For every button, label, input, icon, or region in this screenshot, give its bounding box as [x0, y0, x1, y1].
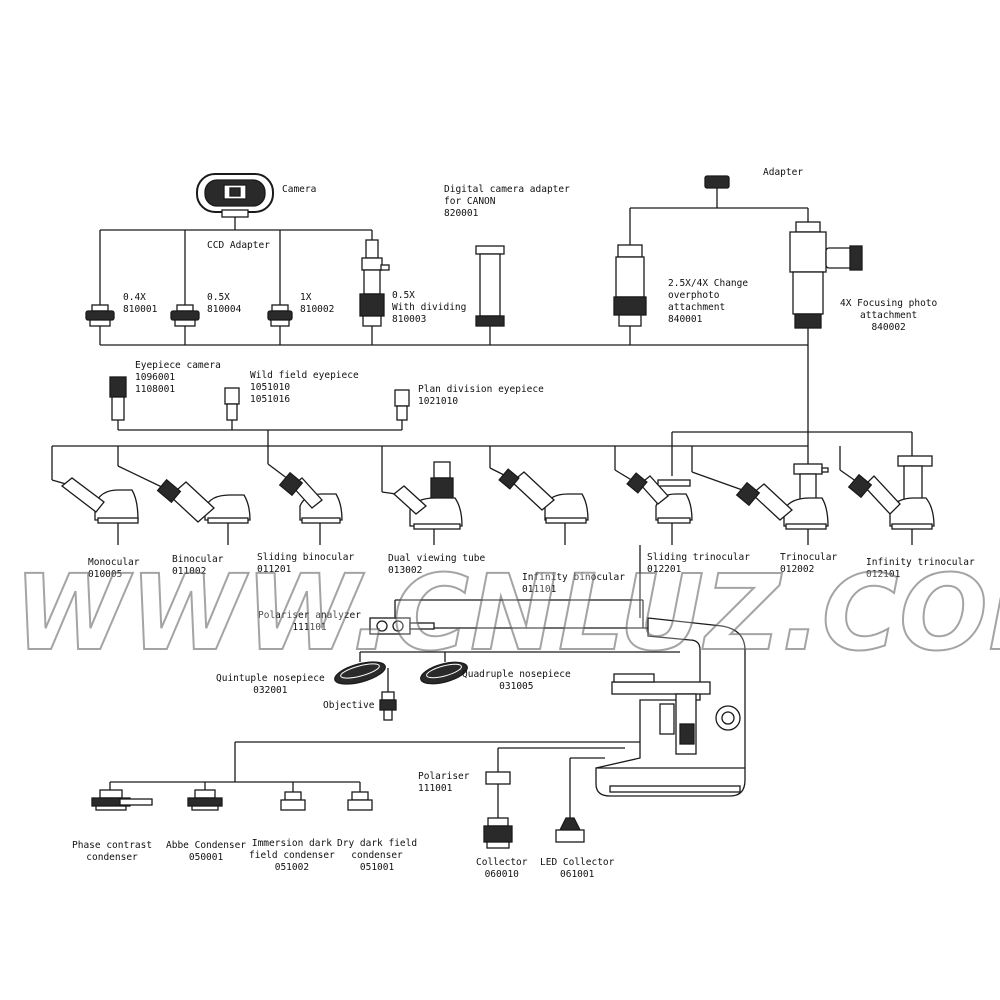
ccd-adapter-05x-icon — [170, 304, 200, 327]
polariser-analyzer-icon — [369, 617, 435, 635]
objective-icon — [379, 691, 397, 721]
eyepiece-connector-lines — [117, 420, 403, 446]
camera-label: Camera — [282, 184, 317, 195]
immersion-dark-field-condenser-icon — [280, 791, 306, 811]
ccd-adapter-05x-dividing-icon — [359, 239, 390, 327]
polariser-icon — [485, 771, 511, 785]
dual-viewing-tube-icon — [392, 461, 463, 530]
collector-icon — [483, 817, 513, 849]
quadruple-nosepiece-icon — [420, 661, 468, 685]
microscope-frame-icon — [595, 617, 746, 797]
quintuple-nosepiece-icon — [334, 661, 386, 685]
sliding-trinocular-head-icon — [626, 472, 693, 524]
phase-contrast-condenser-icon — [91, 789, 153, 811]
monocular-head-icon — [60, 477, 139, 524]
camera-connector-lines — [99, 188, 809, 465]
camera-icon — [196, 173, 274, 218]
sliding-binocular-head-icon — [278, 471, 343, 524]
focusing-photo-attachment-icon — [789, 221, 863, 329]
ccd-adapter-label: CCD Adapter — [207, 240, 270, 251]
adapter-label: Adapter — [763, 167, 804, 178]
eyepiece-camera-icon — [109, 376, 127, 421]
change-overphoto-attachment-icon — [613, 244, 647, 327]
infinity-trinocular-head-icon — [847, 455, 935, 530]
objective-label: Objective — [323, 700, 375, 711]
frame-connector-lines — [109, 599, 731, 818]
trinocular-head-icon — [735, 463, 829, 530]
binocular-head-icon — [156, 478, 251, 524]
infinity-binocular-head-icon — [498, 468, 589, 524]
plan-division-eyepiece-icon — [394, 389, 410, 421]
ccd-adapter-1x-icon — [267, 304, 293, 327]
led-collector-icon — [555, 817, 585, 843]
abbe-condenser-icon — [187, 789, 223, 811]
canon-adapter-icon — [475, 245, 505, 327]
ccd-adapter-04x-icon — [85, 304, 115, 327]
watermark: WWW.CNLUZ.COM — [13, 551, 1000, 675]
wide-field-eyepiece-icon — [224, 387, 240, 421]
dry-dark-field-condenser-icon — [347, 791, 373, 811]
adapter-icon — [704, 175, 730, 189]
